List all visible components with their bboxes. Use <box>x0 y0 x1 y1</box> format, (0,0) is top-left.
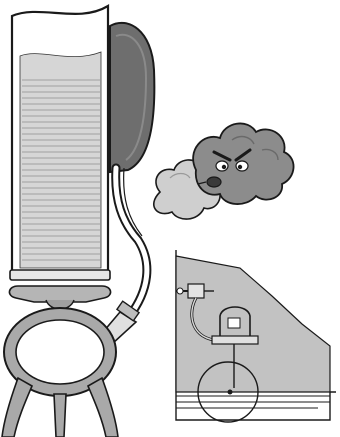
cooling-column <box>10 6 110 280</box>
base-stand <box>2 286 118 437</box>
flexible-hose <box>116 168 147 318</box>
inset-panel-diagram <box>176 250 336 422</box>
dark-reservoir-bag <box>110 23 154 172</box>
angry-cloud-character <box>193 123 293 204</box>
